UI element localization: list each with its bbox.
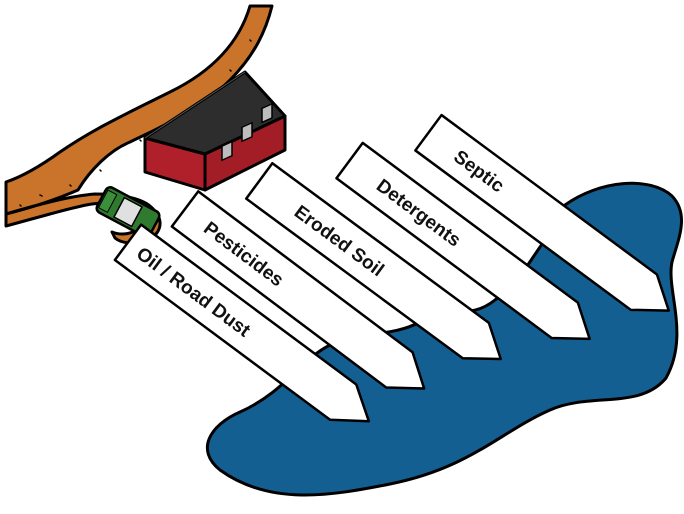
car [95,186,161,239]
